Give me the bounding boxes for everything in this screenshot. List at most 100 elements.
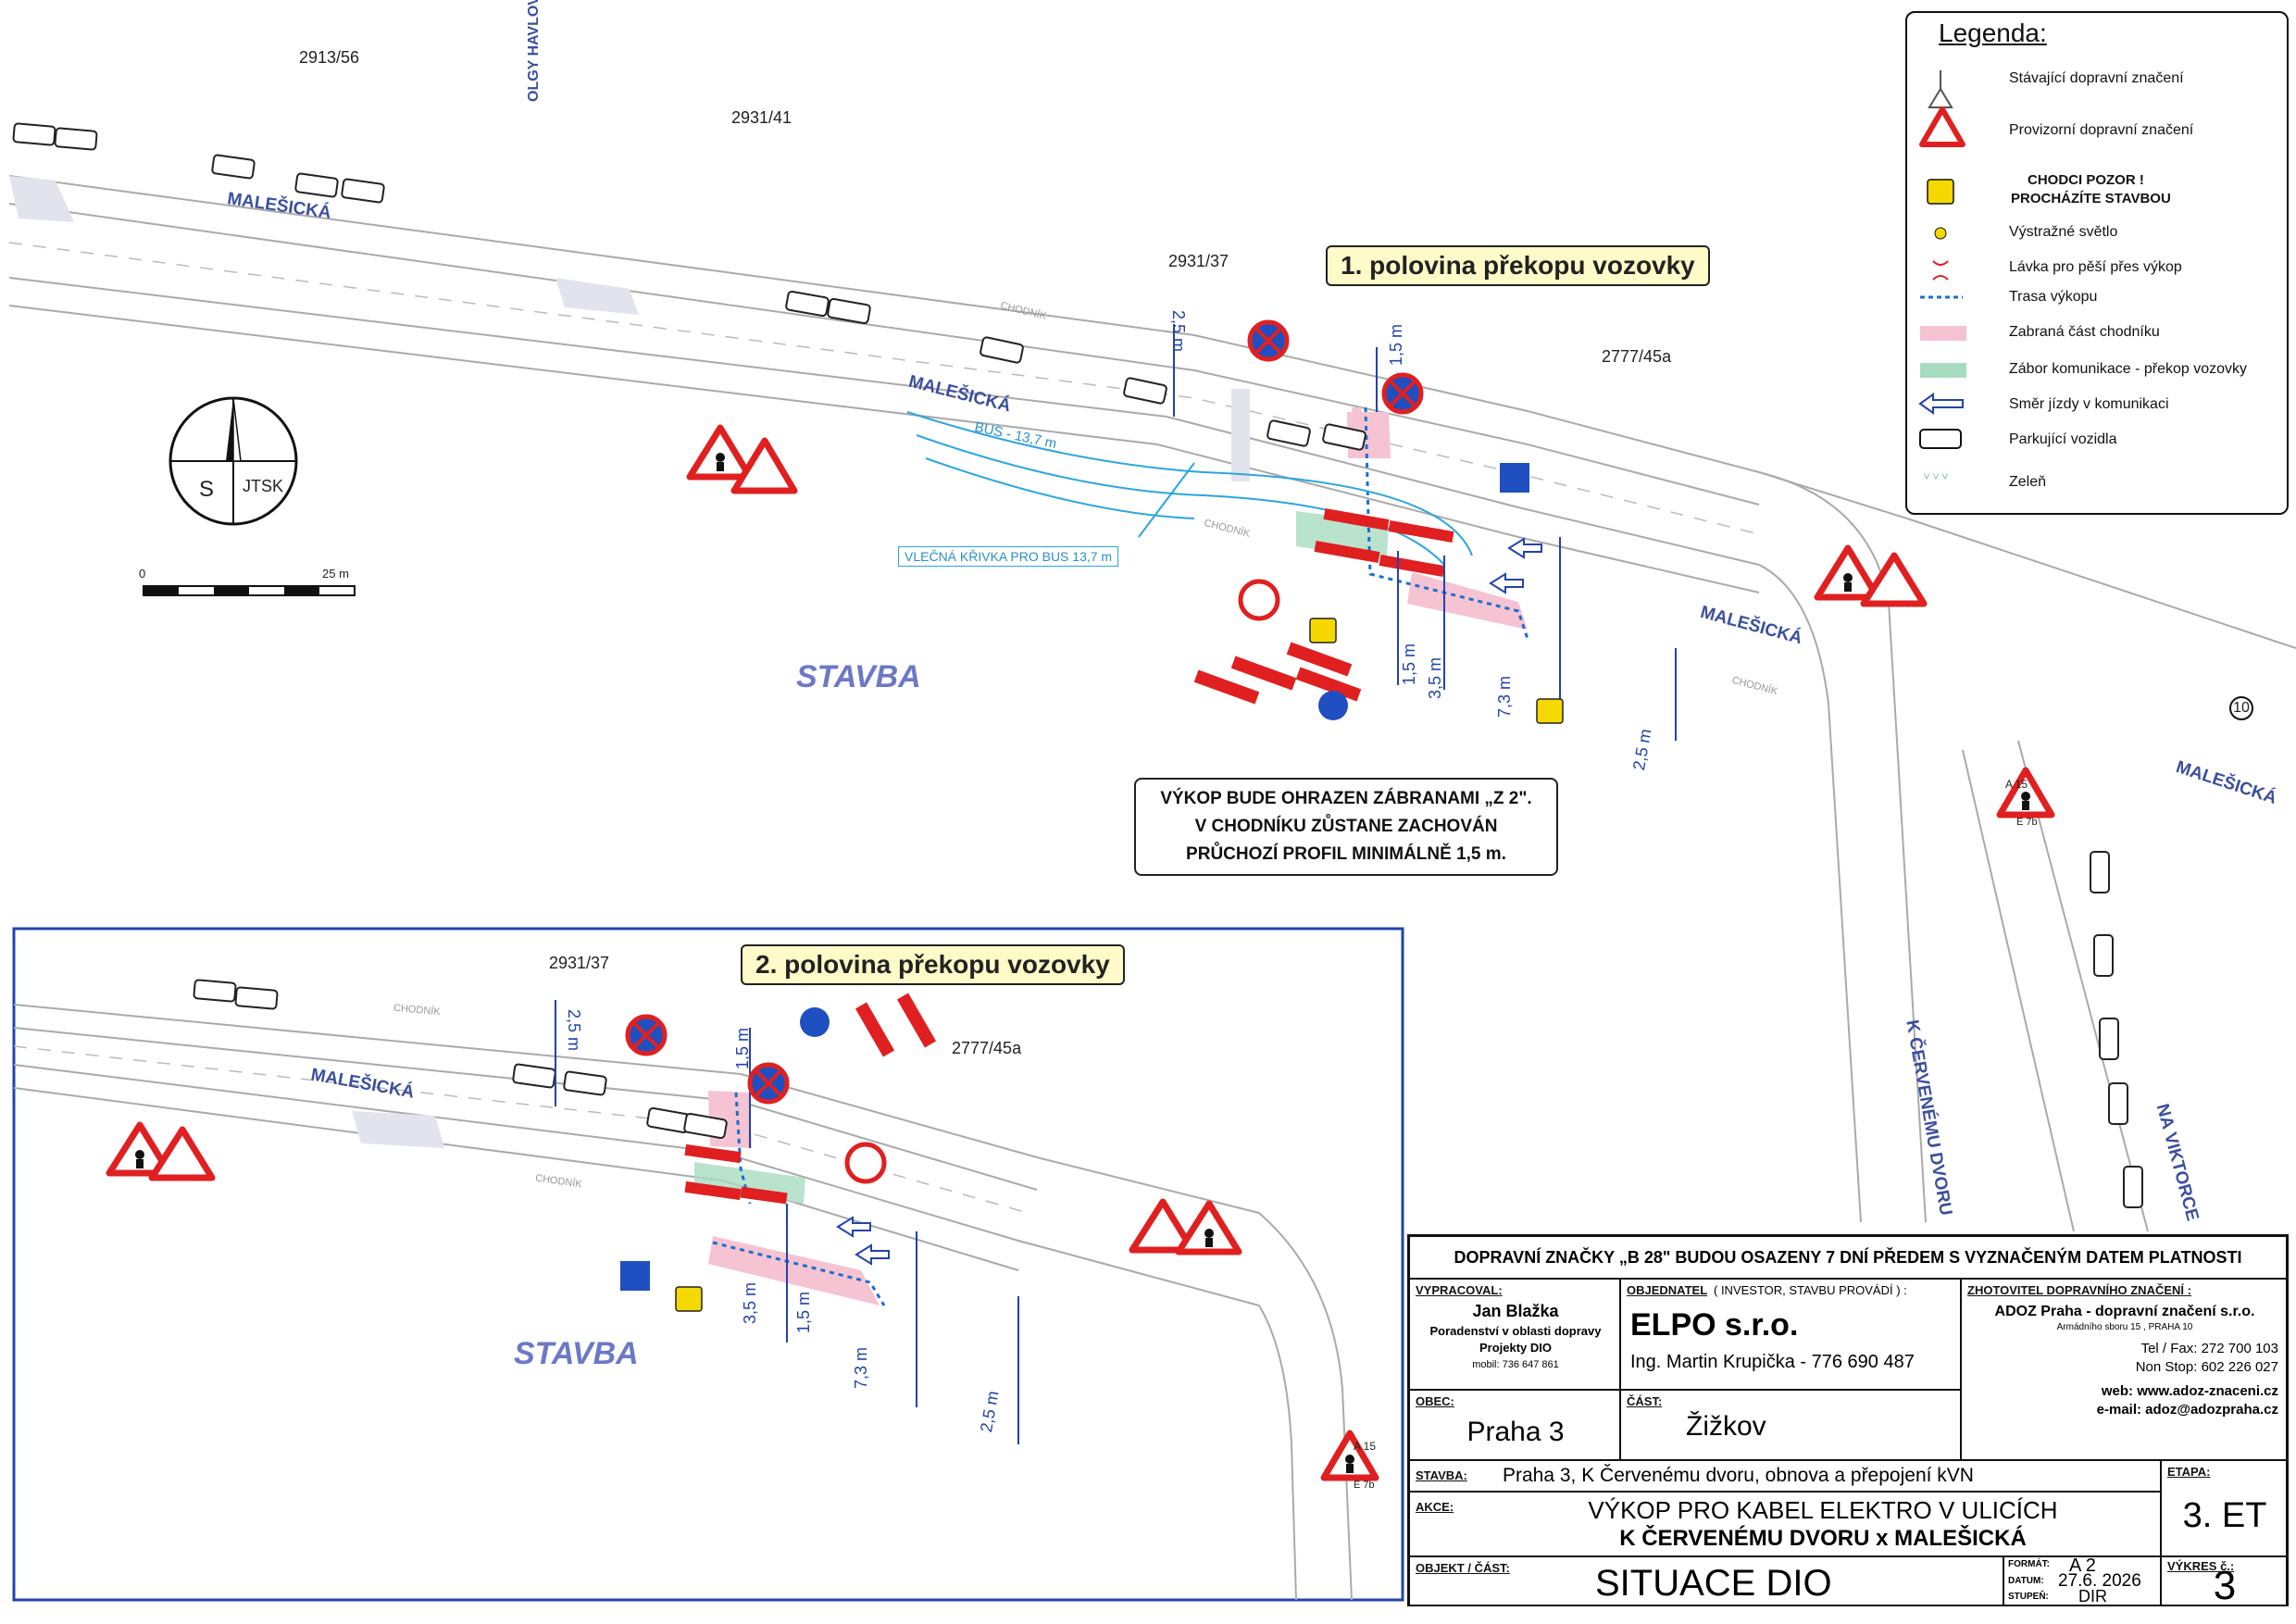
objednatel-contact: Ing. Martin Krupička - 776 690 487 — [1630, 1352, 1915, 1372]
objekt-label: OBJEKT / ČÁST: — [1416, 1561, 1510, 1575]
obec-cell: OBEC: Praha 3 — [1409, 1390, 1620, 1460]
email: e-mail: adoz@adozpraha.cz — [2096, 1402, 2278, 1418]
legend-item: CHODCI POZOR ! — [2028, 172, 2144, 188]
legend: Legenda: ⱽ ⱽ ⱽ Stávající dopravní značen… — [1905, 11, 2289, 515]
note-line: VÝKOP BUDE OHRAZEN ZÁBRANAMI „Z 2". — [1160, 789, 1532, 808]
vypracoval-sub1: Poradenství v oblasti dopravy — [1429, 1324, 1602, 1338]
legend-item: Stávající dopravní značení — [2009, 70, 2184, 86]
obec-value: Praha 3 — [1466, 1417, 1565, 1447]
vypracoval-mobil: mobil: 736 647 861 — [1472, 1359, 1559, 1370]
format-label: FORMÁT: — [2008, 1559, 2050, 1569]
cast-cell: ČÁST: Žižkov — [1620, 1390, 1961, 1460]
parcel-label: 2913/56 — [299, 48, 360, 67]
zhotovitel-cell: ZHOTOVITEL DOPRAVNÍHO ZNAČENÍ : ADOZ Pra… — [1961, 1279, 2287, 1460]
sign-code: E 7b — [1354, 1480, 1375, 1491]
svg-text:ⱽ ⱽ ⱽ: ⱽ ⱽ ⱽ — [1924, 471, 1948, 486]
legend-item: Provizorní dopravní značení — [2009, 122, 2194, 138]
adoz-logo: ADOZ — [2018, 1379, 2072, 1399]
speed-limit-sign: 10 — [2229, 696, 2253, 720]
parcel-label: 2931/37 — [1168, 252, 1229, 270]
stavba-label: STAVBA — [796, 659, 921, 694]
stupen-value: DIR — [2078, 1587, 2107, 1605]
excavation-note: VÝKOP BUDE OHRAZEN ZÁBRANAMI „Z 2". V CH… — [1134, 778, 1558, 876]
stavba-value: Praha 3, K Červenému dvoru, obnova a pře… — [1503, 1465, 1974, 1486]
datum-label: DATUM: — [2008, 1576, 2044, 1586]
cast-value: Žižkov — [1686, 1411, 1766, 1442]
dimension-label: 7,3 m — [852, 1346, 870, 1389]
compass-s: S — [199, 477, 215, 502]
nonstop: Non Stop: 602 226 027 — [2135, 1359, 2278, 1375]
sign-code: A 15 — [1354, 1440, 1377, 1453]
datum-value: 27.6. 2026 — [2058, 1571, 2141, 1591]
vykres-value: 3 — [2213, 1563, 2237, 1605]
b28-banner: DOPRAVNÍ ZNAČKY „B 28" BUDOU OSAZENY 7 D… — [1409, 1236, 2287, 1279]
legend-title: Legenda: — [1939, 19, 2047, 47]
dimension-label: 3,5 m — [741, 1281, 759, 1324]
parcel-label: 2931/37 — [549, 954, 610, 972]
sign-code: A 15 — [2005, 778, 2028, 791]
parcel-label: 2777/45a — [1602, 347, 1672, 366]
legend-item: Trasa výkopu — [2009, 289, 2098, 305]
objednatel-label: OBJEDNATEL — [1627, 1283, 1708, 1297]
objednatel-cell: OBJEDNATEL ( INVESTOR, STAVBU PROVÁDÍ ) … — [1620, 1279, 1961, 1390]
legend-item: Parkující vozidla — [2009, 431, 2117, 447]
scale-start: 0 — [139, 567, 146, 581]
stavba-tb-label: STAVBA: — [1416, 1468, 1467, 1482]
vypracoval-label: VYPRACOVAL: — [1416, 1283, 1503, 1297]
objednatel-note: ( INVESTOR, STAVBU PROVÁDÍ ) : — [1714, 1283, 1907, 1297]
phase1-title: 1. polovina překopu vozovky — [1326, 245, 1710, 286]
etapa-label: ETAPA: — [2167, 1465, 2211, 1479]
akce-label: AKCE: — [1416, 1500, 1454, 1514]
sign-code: E 7b — [2016, 817, 2038, 828]
dimension-label: 1,5 m — [733, 1027, 752, 1069]
objekt-value: SITUACE DIO — [1595, 1563, 1832, 1604]
dimension-label: 7,3 m — [1495, 675, 1514, 718]
parcel-label: 2777/45a — [952, 1039, 1022, 1057]
dimension-label: 1,5 m — [1400, 643, 1418, 685]
legend-item: Zeleň — [2009, 474, 2047, 490]
vypracoval-sub2: Projekty DIO — [1479, 1341, 1553, 1355]
compass-jtsk: JTSK — [243, 477, 284, 495]
legend-item: Zabraná část chodníku — [2009, 324, 2160, 340]
zhotovitel-addr: Armádního sboru 15 , PRAHA 10 — [2056, 1322, 2193, 1332]
etapa-value: 3. ET — [2182, 1496, 2267, 1535]
vykres-label: VÝKRES č.: — [2167, 1559, 2235, 1573]
meta-cell: FORMÁT: A 2 DATUM: 27.6. 2026 STUPEŇ: DI… — [2003, 1556, 2161, 1605]
zhotovitel-label: ZHOTOVITEL DOPRAVNÍHO ZNAČENÍ : — [1967, 1283, 2191, 1297]
akce-line1: VÝKOP PRO KABEL ELEKTRO V ULICÍCH — [1588, 1496, 2058, 1524]
vykres-cell: VÝKRES č.: 3 — [2161, 1556, 2287, 1605]
web: web: www.adoz-znaceni.cz — [2101, 1383, 2278, 1399]
legend-symbols: ⱽ ⱽ ⱽ — [1918, 70, 1966, 486]
format-value: A 2 — [2069, 1556, 2096, 1576]
dimension-label: 1,5 m — [1387, 323, 1405, 366]
dimension-label: 2,5 m — [1169, 310, 1188, 353]
etapa-cell: ETAPA: 3. ET — [2161, 1460, 2287, 1556]
dimension-label: 1,5 m — [794, 1291, 813, 1333]
stavba-label: STAVBA — [514, 1336, 639, 1371]
obec-label: OBEC: — [1416, 1394, 1454, 1408]
note-line: V CHODNÍKU ZŮSTANE ZACHOVÁN — [1194, 817, 1498, 836]
stupen-label: STUPEŇ: — [2008, 1592, 2049, 1602]
akce-cell: AKCE: VÝKOP PRO KABEL ELEKTRO V ULICÍCH … — [1409, 1492, 2161, 1556]
dimension-label: 2,5 m — [565, 1009, 583, 1052]
legend-item: PROCHÁZÍTE STAVBOU — [2011, 191, 2171, 206]
legend-item: Zábor komunikace - překop vozovky — [2009, 361, 2247, 377]
vypracoval-name: Jan Blažka — [1472, 1302, 1559, 1320]
akce-line2: K ČERVENÉMU DVORU x MALEŠICKÁ — [1619, 1526, 2027, 1551]
zhotovitel-name: ADOZ Praha - dopravní značení s.r.o. — [1994, 1304, 2255, 1319]
legend-item: Výstražné světlo — [2009, 224, 2118, 240]
legend-item: Lávka pro pěší přes výkop — [2009, 259, 2182, 275]
stavba-cell: STAVBA: Praha 3, K Červenému dvoru, obno… — [1409, 1460, 2161, 1492]
cast-label: ČÁST: — [1627, 1394, 1663, 1408]
vypracoval-cell: VYPRACOVAL: Jan Blažka Poradenství v obl… — [1409, 1279, 1620, 1390]
legend-item: Směr jízdy v komunikaci — [2009, 396, 2169, 412]
note-line: PRŮCHOZÍ PROFIL MINIMÁLNĚ 1,5 m. — [1186, 844, 1506, 864]
objekt-cell: OBJEKT / ČÁST: SITUACE DIO — [1409, 1556, 2003, 1605]
scale-end: 25 m — [322, 567, 349, 581]
tel: Tel / Fax: 272 700 103 — [2140, 1341, 2278, 1356]
parcel-label: 2931/41 — [731, 108, 792, 127]
objednatel-name: ELPO s.r.o. — [1630, 1307, 1799, 1343]
dimension-label: 3,5 m — [1426, 656, 1444, 699]
curve-label: VLEČNÁ KŘIVKA PRO BUS 13,7 m — [898, 546, 1119, 567]
